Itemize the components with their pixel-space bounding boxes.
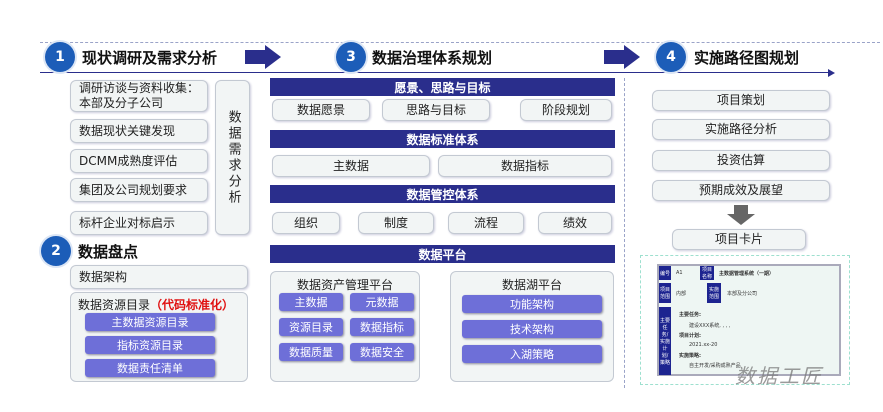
card-task: 建设XXX系统, , , , bbox=[689, 323, 731, 329]
card-strategy: 自主开发/采购成熟产品 bbox=[689, 363, 741, 369]
watermark: 数据工匠 bbox=[735, 364, 823, 388]
control-bar: 数据管控体系 bbox=[270, 185, 615, 203]
card-plan-heading: 项目计划: bbox=[679, 333, 701, 339]
vision-bar: 愿景、思路与目标 bbox=[270, 78, 615, 96]
card-no: A1 bbox=[676, 270, 683, 276]
asset-platform-title: 数据资产管理平台 bbox=[296, 278, 393, 292]
standard-item: 数据指标 bbox=[438, 155, 612, 177]
standard-item: 主数据 bbox=[272, 155, 430, 177]
catalog-title-text: 数据资源目录 bbox=[78, 298, 151, 312]
survey-item: DCMM成熟度评估 bbox=[70, 149, 208, 173]
catalog-item: 指标资源目录 bbox=[85, 336, 215, 354]
standard-bar: 数据标准体系 bbox=[270, 130, 615, 148]
step-2-badge: 2 bbox=[41, 236, 71, 266]
timeline-line bbox=[40, 72, 830, 73]
platform-bar: 数据平台 bbox=[270, 245, 615, 263]
step-4-badge: 4 bbox=[656, 42, 686, 72]
dashed-divider bbox=[40, 42, 880, 43]
survey-item: 集团及公司规划要求 bbox=[70, 178, 208, 202]
card-plan: 2021.xx-20 bbox=[689, 342, 718, 348]
vision-item: 思路与目标 bbox=[382, 99, 490, 121]
asset-item: 数据质量 bbox=[279, 343, 343, 361]
card-name: 主数据管理系统（一期） bbox=[719, 271, 775, 277]
lake-item: 功能架构 bbox=[462, 295, 602, 313]
control-item: 流程 bbox=[448, 212, 524, 234]
step-1-title: 现状调研及需求分析 bbox=[82, 49, 218, 67]
step-1-badge: 1 bbox=[45, 42, 75, 72]
card-task-heading: 主要任务: bbox=[679, 312, 701, 318]
step-4-title: 实施路径图规划 bbox=[694, 49, 800, 67]
catalog-item: 数据责任清单 bbox=[85, 359, 215, 377]
asset-item: 数据安全 bbox=[350, 343, 414, 361]
step-3-badge: 3 bbox=[336, 42, 366, 72]
card-impl-label: 实施范围 bbox=[707, 283, 721, 303]
card-name-label: 项目名称 bbox=[700, 266, 714, 280]
control-item: 组织 bbox=[272, 212, 340, 234]
roadmap-item: 实施路径分析 bbox=[652, 119, 830, 140]
lake-item: 技术架构 bbox=[462, 320, 602, 338]
project-card-label: 项目卡片 bbox=[672, 229, 806, 250]
flow-arrow-icon bbox=[604, 50, 624, 64]
vision-item: 数据愿景 bbox=[272, 99, 370, 121]
demand-analysis-box: 数据需求分析 bbox=[215, 80, 250, 235]
card-no-label: 编号 bbox=[659, 266, 671, 280]
card-strategy-heading: 实施策略: bbox=[679, 353, 701, 359]
data-lake-title: 数据湖平台 bbox=[501, 278, 562, 292]
control-item: 制度 bbox=[358, 212, 434, 234]
data-architecture-box: 数据架构 bbox=[70, 265, 248, 289]
roadmap-item: 投资估算 bbox=[652, 150, 830, 171]
data-catalog-title: 数据资源目录（代码标准化） bbox=[78, 296, 234, 313]
asset-item: 元数据 bbox=[350, 293, 414, 311]
card-side-label: 主要任务/实施计划/策略 bbox=[659, 307, 671, 375]
vertical-divider bbox=[624, 78, 625, 388]
survey-item: 数据现状关键发现 bbox=[70, 119, 208, 143]
step-3-title: 数据治理体系规划 bbox=[372, 49, 493, 67]
vision-item: 阶段规划 bbox=[520, 99, 612, 121]
card-scope-label: 项目范围 bbox=[659, 283, 671, 303]
control-item: 绩效 bbox=[538, 212, 612, 234]
lake-item: 入湖策略 bbox=[462, 345, 602, 363]
survey-item: 标杆企业对标启示 bbox=[70, 211, 208, 235]
timeline-arrowhead bbox=[828, 69, 835, 77]
catalog-note: （代码标准化） bbox=[150, 298, 235, 312]
down-arrowhead bbox=[727, 214, 755, 225]
asset-item: 数据指标 bbox=[350, 318, 414, 336]
down-arrow-icon bbox=[734, 205, 748, 214]
card-scope: 内部 bbox=[676, 291, 687, 297]
survey-item: 调研访谈与资料收集：本部及分子公司 bbox=[70, 80, 208, 112]
project-card: 编号 A1 项目名称 主数据管理系统（一期） 项目范围 内部 实施范围 本部及分… bbox=[640, 255, 850, 385]
flow-arrow-icon bbox=[245, 50, 265, 64]
step-2-title: 数据盘点 bbox=[78, 243, 139, 261]
roadmap-item: 预期成效及展望 bbox=[652, 180, 830, 201]
card-impl: 本部及分公司 bbox=[727, 291, 758, 297]
asset-item: 资源目录 bbox=[279, 318, 343, 336]
catalog-item: 主数据资源目录 bbox=[85, 313, 215, 331]
flow-arrowhead bbox=[624, 45, 640, 69]
flow-arrowhead bbox=[265, 45, 281, 69]
asset-item: 主数据 bbox=[279, 293, 343, 311]
roadmap-item: 项目策划 bbox=[652, 90, 830, 111]
